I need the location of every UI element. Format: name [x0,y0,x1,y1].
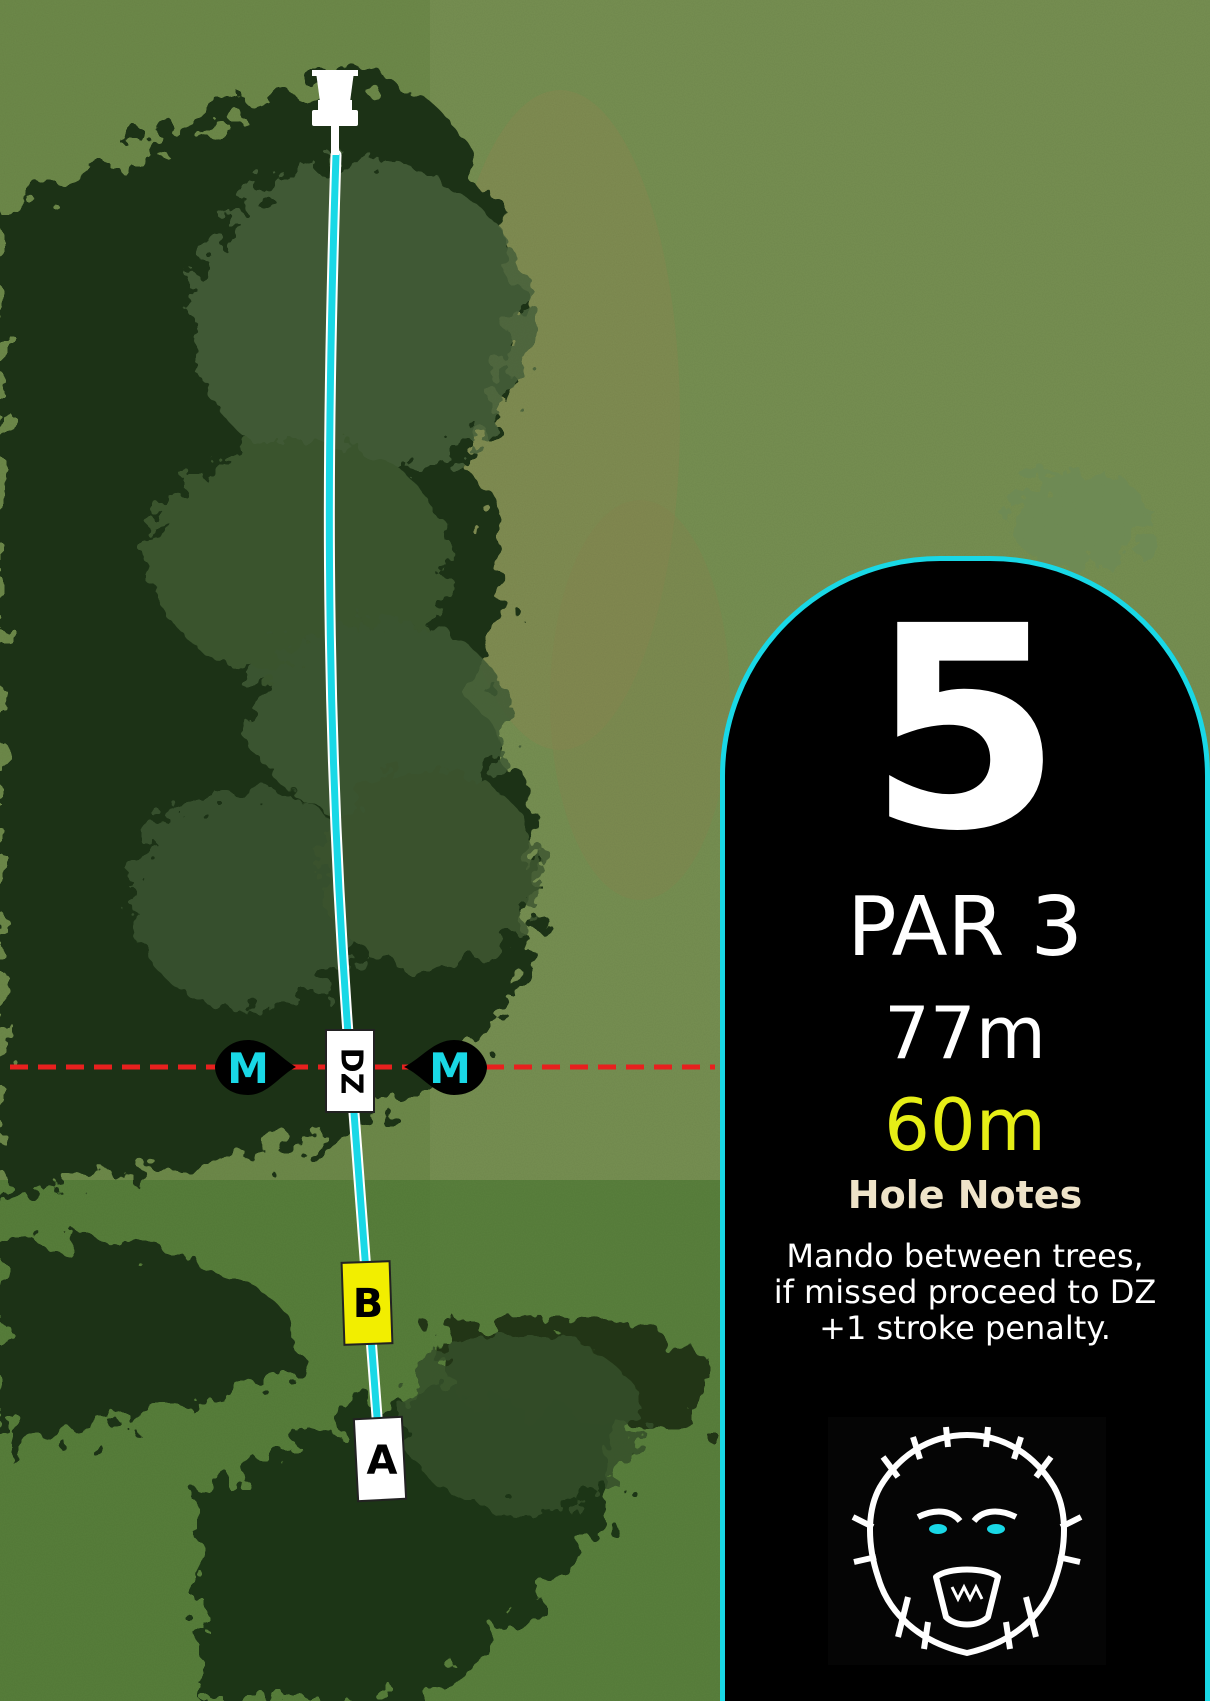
distance-short: 60m [884,1083,1046,1167]
hole-par: PAR 3 [847,880,1083,975]
mando-marker-left: M [215,1040,296,1095]
distance-long: 77m [884,991,1046,1075]
drop-zone-label: DZ [334,1048,369,1095]
hole-notes-line: +1 stroke penalty. [819,1309,1111,1347]
hole-number: 5 [867,567,1063,893]
drop-zone-marker: DZ [325,1029,375,1113]
mando-marker-right: M [404,1040,487,1095]
tee-b-label: B [353,1281,384,1327]
hole-notes-line: Mando between trees, [786,1237,1144,1275]
tee-a-label: A [367,1438,398,1484]
disc-golf-basket-icon [312,70,358,155]
mando-left-label: M [227,1044,269,1093]
hole-notes-title: Hole Notes [847,1173,1083,1217]
yeti-head-logo [828,1417,1106,1665]
tee-a-marker: A [352,1415,408,1503]
mando-right-label: M [429,1044,471,1093]
tee-b-marker: B [340,1260,394,1346]
hole-notes-line: if missed proceed to DZ [773,1273,1157,1311]
